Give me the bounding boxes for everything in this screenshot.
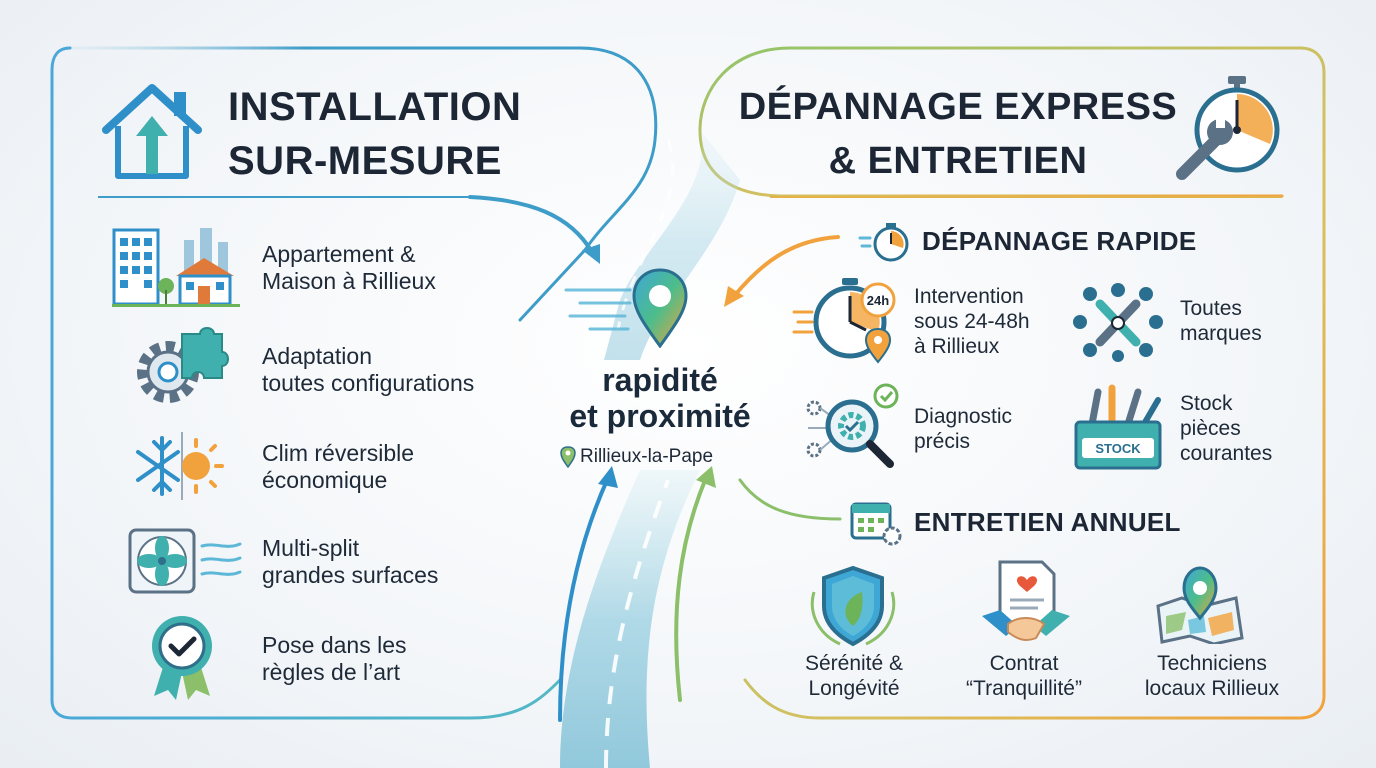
map-pin-icon	[632, 268, 688, 348]
depannage-item-3-line1: Diagnostic	[914, 405, 1013, 428]
snow-sun-icon	[136, 432, 224, 500]
depannage-heading: DÉPANNAGE RAPIDE	[922, 226, 1197, 256]
location-pin-icon	[560, 446, 576, 468]
left-item-1-line2: Maison à Rillieux	[262, 268, 436, 294]
entretien-item-1-line1: Sérénité &	[804, 652, 904, 675]
depannage-item-1-line3: à Rillieux	[914, 335, 1000, 358]
entretien-item-2-line2: “Tranquillité”	[966, 677, 1082, 700]
house-arrow-icon	[102, 84, 202, 179]
center-location-text: Rillieux-la-Pape	[580, 446, 714, 467]
left-item-4-line1: Multi-split	[262, 535, 360, 561]
depannage-item-4-line2: pièces	[1180, 417, 1241, 440]
fan-unit-icon	[128, 528, 242, 594]
left-item-3-line2: économique	[262, 467, 388, 493]
badge-24h: 24h	[867, 293, 889, 308]
right-title-line1: DÉPANNAGE EXPRESS	[738, 86, 1178, 128]
left-item-4-line2: grandes surfaces	[262, 562, 439, 588]
left-item-2-line2: toutes configurations	[262, 370, 475, 396]
left-item-3-line1: Clim réversible	[262, 440, 415, 466]
brands-tools-icon	[1073, 283, 1163, 362]
center-title-line2: et proximité	[569, 398, 751, 434]
entretien-item-2-line1: Contrat	[989, 652, 1059, 675]
check-badge-icon	[152, 616, 212, 700]
left-title-line2: SUR-MESURE	[228, 139, 502, 183]
map-location-icon	[1156, 566, 1244, 644]
depannage-item-2-line1: Toutes	[1180, 297, 1242, 320]
entretien-item-1-line2: Longévité	[808, 677, 900, 700]
calendar-gear-icon	[850, 502, 902, 546]
center-title-line1: rapidité	[602, 362, 718, 398]
left-item-5-line2: règles de l’art	[262, 659, 401, 685]
depannage-item-4-line1: Stock	[1180, 392, 1233, 415]
toolbox-icon: STOCK	[1074, 384, 1162, 470]
depannage-item-1-line1: Intervention	[914, 285, 1024, 308]
depannage-item-2-line2: marques	[1180, 322, 1262, 345]
depannage-item-4-line3: courantes	[1180, 442, 1273, 465]
depannage-item-3-line2: précis	[914, 430, 971, 453]
entretien-item-3-line2: locaux Rillieux	[1144, 677, 1280, 700]
stock-badge: STOCK	[1095, 441, 1141, 456]
shield-leaf-icon	[810, 565, 896, 647]
contract-handshake-icon	[982, 560, 1070, 641]
entretien-heading: ENTRETIEN ANNUEL	[914, 507, 1181, 537]
right-title-line2: & ENTRETIEN	[828, 140, 1088, 182]
left-item-5-line1: Pose dans les	[262, 632, 407, 658]
building-house-icon	[112, 228, 240, 307]
stopwatch-24h-icon: 24h	[792, 278, 896, 364]
depannage-item-1-line2: sous 24-48h	[914, 310, 1030, 333]
left-item-1-line1: Appartement &	[262, 241, 416, 267]
wrench-stopwatch-icon	[1176, 76, 1280, 180]
gear-puzzle-icon	[137, 327, 229, 403]
left-item-2-line1: Adaptation	[262, 343, 372, 369]
center-location: Rillieux-la-Pape	[560, 446, 713, 468]
heading-stopwatch-icon	[858, 223, 909, 262]
entretien-item-3-line1: Techniciens	[1157, 652, 1267, 675]
magnifier-gear-icon	[806, 383, 899, 468]
left-title-line1: INSTALLATION	[228, 85, 522, 129]
